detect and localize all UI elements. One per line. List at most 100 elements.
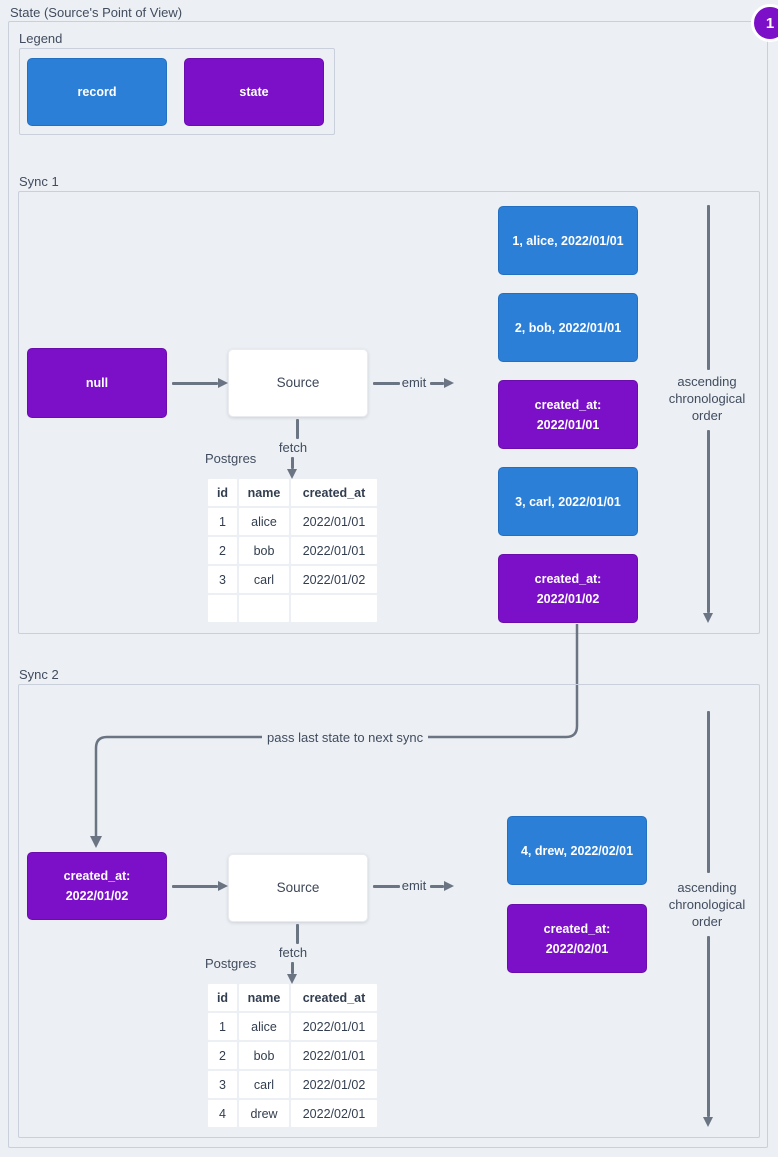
sync1-fetch-arrowhead-icon <box>287 469 297 479</box>
cell: 2022/01/01 <box>291 508 377 535</box>
cell: 2 <box>208 537 237 564</box>
sync1-emitted-state-2: created_at: 2022/01/02 <box>498 554 638 623</box>
sync2-db-label: Postgres <box>205 956 257 971</box>
table-row: 4 drew 2022/02/01 <box>208 1100 377 1127</box>
legend-record-label: record <box>77 85 117 99</box>
cell: 2022/01/01 <box>291 537 377 564</box>
sync1-state-to-source-arrowhead-icon <box>218 378 228 388</box>
cell: 4 <box>208 1100 237 1127</box>
sync2-fetch-arrowhead-icon <box>287 974 297 984</box>
record-text: 3, carl, 2022/01/01 <box>515 494 621 509</box>
state-text2: 2022/01/02 <box>65 889 129 903</box>
sync1-order-note: ascending chronological order <box>668 374 746 423</box>
cell: bob <box>239 1042 289 1069</box>
cell <box>239 595 289 622</box>
state-text2: 2022/01/01 <box>536 417 600 432</box>
sync2-postgres-table: id name created_at 1 alice 2022/01/01 2 … <box>206 982 379 1129</box>
cell: 3 <box>208 1071 237 1098</box>
sync2-th-name: name <box>239 984 289 1011</box>
sync1-emitted-record-1: 1, alice, 2022/01/01 <box>498 206 638 275</box>
table-row: 3 carl 2022/01/02 <box>208 566 377 593</box>
cell: carl <box>239 566 289 593</box>
sync1-db-label: Postgres <box>205 451 257 466</box>
sync2-order-arrowhead-icon <box>703 1117 713 1127</box>
sync1-input-state-node: null <box>27 348 167 418</box>
sync2-input-state-node: created_at: 2022/01/02 <box>27 852 167 920</box>
sync1-source-label: Source <box>276 375 320 390</box>
legend-state-swatch: state <box>184 58 324 126</box>
sync1-input-state-text: null <box>85 376 109 390</box>
sync2-th-id: id <box>208 984 237 1011</box>
sync1-state-to-source-line <box>172 382 218 385</box>
record-text: 4, drew, 2022/02/01 <box>520 843 634 858</box>
sync2-emit-label: emit <box>401 878 427 893</box>
sync1-emit-label: emit <box>401 375 427 390</box>
cell: 2022/01/02 <box>291 1071 377 1098</box>
sync2-frame <box>18 684 760 1138</box>
pass-state-note: pass last state to next sync <box>262 730 429 745</box>
sync1-emit-line-left <box>373 382 400 385</box>
state-text: created_at: <box>543 921 611 936</box>
record-text: 2, bob, 2022/01/01 <box>514 320 622 335</box>
page-title: State (Source's Point of View) <box>10 5 183 20</box>
legend-frame <box>19 48 335 135</box>
legend-label: Legend <box>19 31 63 46</box>
sync2-source-node: Source <box>228 854 368 922</box>
state-text2: 2022/02/01 <box>545 941 609 956</box>
cell: 2 <box>208 1042 237 1069</box>
cell: alice <box>239 1013 289 1040</box>
table-row: 3 carl 2022/01/02 <box>208 1071 377 1098</box>
state-text: created_at: <box>63 869 131 883</box>
sync2-emit-line-left <box>373 885 400 888</box>
step-number-badge: 1 <box>751 4 778 42</box>
sync1-emit-line-right <box>430 382 444 385</box>
outer-frame <box>8 21 768 1148</box>
sync2-fetch-line-top <box>296 924 299 944</box>
cell <box>208 595 237 622</box>
sync1-order-arrowhead-icon <box>703 613 713 623</box>
sync2-emit-arrowhead-icon <box>444 881 454 891</box>
table-row-empty <box>208 595 377 622</box>
table-row: 2 bob 2022/01/01 <box>208 1042 377 1069</box>
cell: alice <box>239 508 289 535</box>
sync1-emitted-state-1: created_at: 2022/01/01 <box>498 380 638 449</box>
sync1-order-line-bottom <box>707 430 710 613</box>
sync2-emit-line-right <box>430 885 444 888</box>
cell: 3 <box>208 566 237 593</box>
sync1-th-created-at: created_at <box>291 479 377 506</box>
sync2-order-line-bottom <box>707 936 710 1117</box>
sync1-source-node: Source <box>228 349 368 417</box>
cell: 2022/01/01 <box>291 1013 377 1040</box>
state-text: created_at: <box>534 397 602 412</box>
sync1-emit-arrowhead-icon <box>444 378 454 388</box>
sync2-source-label: Source <box>276 880 320 895</box>
record-text: 1, alice, 2022/01/01 <box>512 233 624 248</box>
sync2-fetch-line-bottom <box>291 962 294 974</box>
cell: bob <box>239 537 289 564</box>
state-text: created_at: <box>534 571 602 586</box>
cell: 2022/01/01 <box>291 1042 377 1069</box>
sync2-order-note: ascending chronological order <box>668 880 746 929</box>
table-row: 2 bob 2022/01/01 <box>208 537 377 564</box>
sync2-state-to-source-line <box>172 885 218 888</box>
legend-state-label: state <box>239 85 269 99</box>
sync1-th-name: name <box>239 479 289 506</box>
table-row: 1 alice 2022/01/01 <box>208 1013 377 1040</box>
sync2-state-to-source-arrowhead-icon <box>218 881 228 891</box>
cell: drew <box>239 1100 289 1127</box>
cell: 2022/02/01 <box>291 1100 377 1127</box>
sync1-fetch-label: fetch <box>278 440 308 455</box>
table-row: 1 alice 2022/01/01 <box>208 508 377 535</box>
sync1-emitted-record-2: 2, bob, 2022/01/01 <box>498 293 638 362</box>
sync2-fetch-label: fetch <box>278 945 308 960</box>
cell: 1 <box>208 1013 237 1040</box>
sync2-th-created-at: created_at <box>291 984 377 1011</box>
sync1-label: Sync 1 <box>19 174 59 189</box>
sync2-emitted-record-1: 4, drew, 2022/02/01 <box>507 816 647 885</box>
sync2-order-line-top <box>707 711 710 873</box>
sync1-postgres-table: id name created_at 1 alice 2022/01/01 2 … <box>206 477 379 624</box>
sync2-label: Sync 2 <box>19 667 59 682</box>
cell: carl <box>239 1071 289 1098</box>
sync2-emitted-state-1: created_at: 2022/02/01 <box>507 904 647 973</box>
